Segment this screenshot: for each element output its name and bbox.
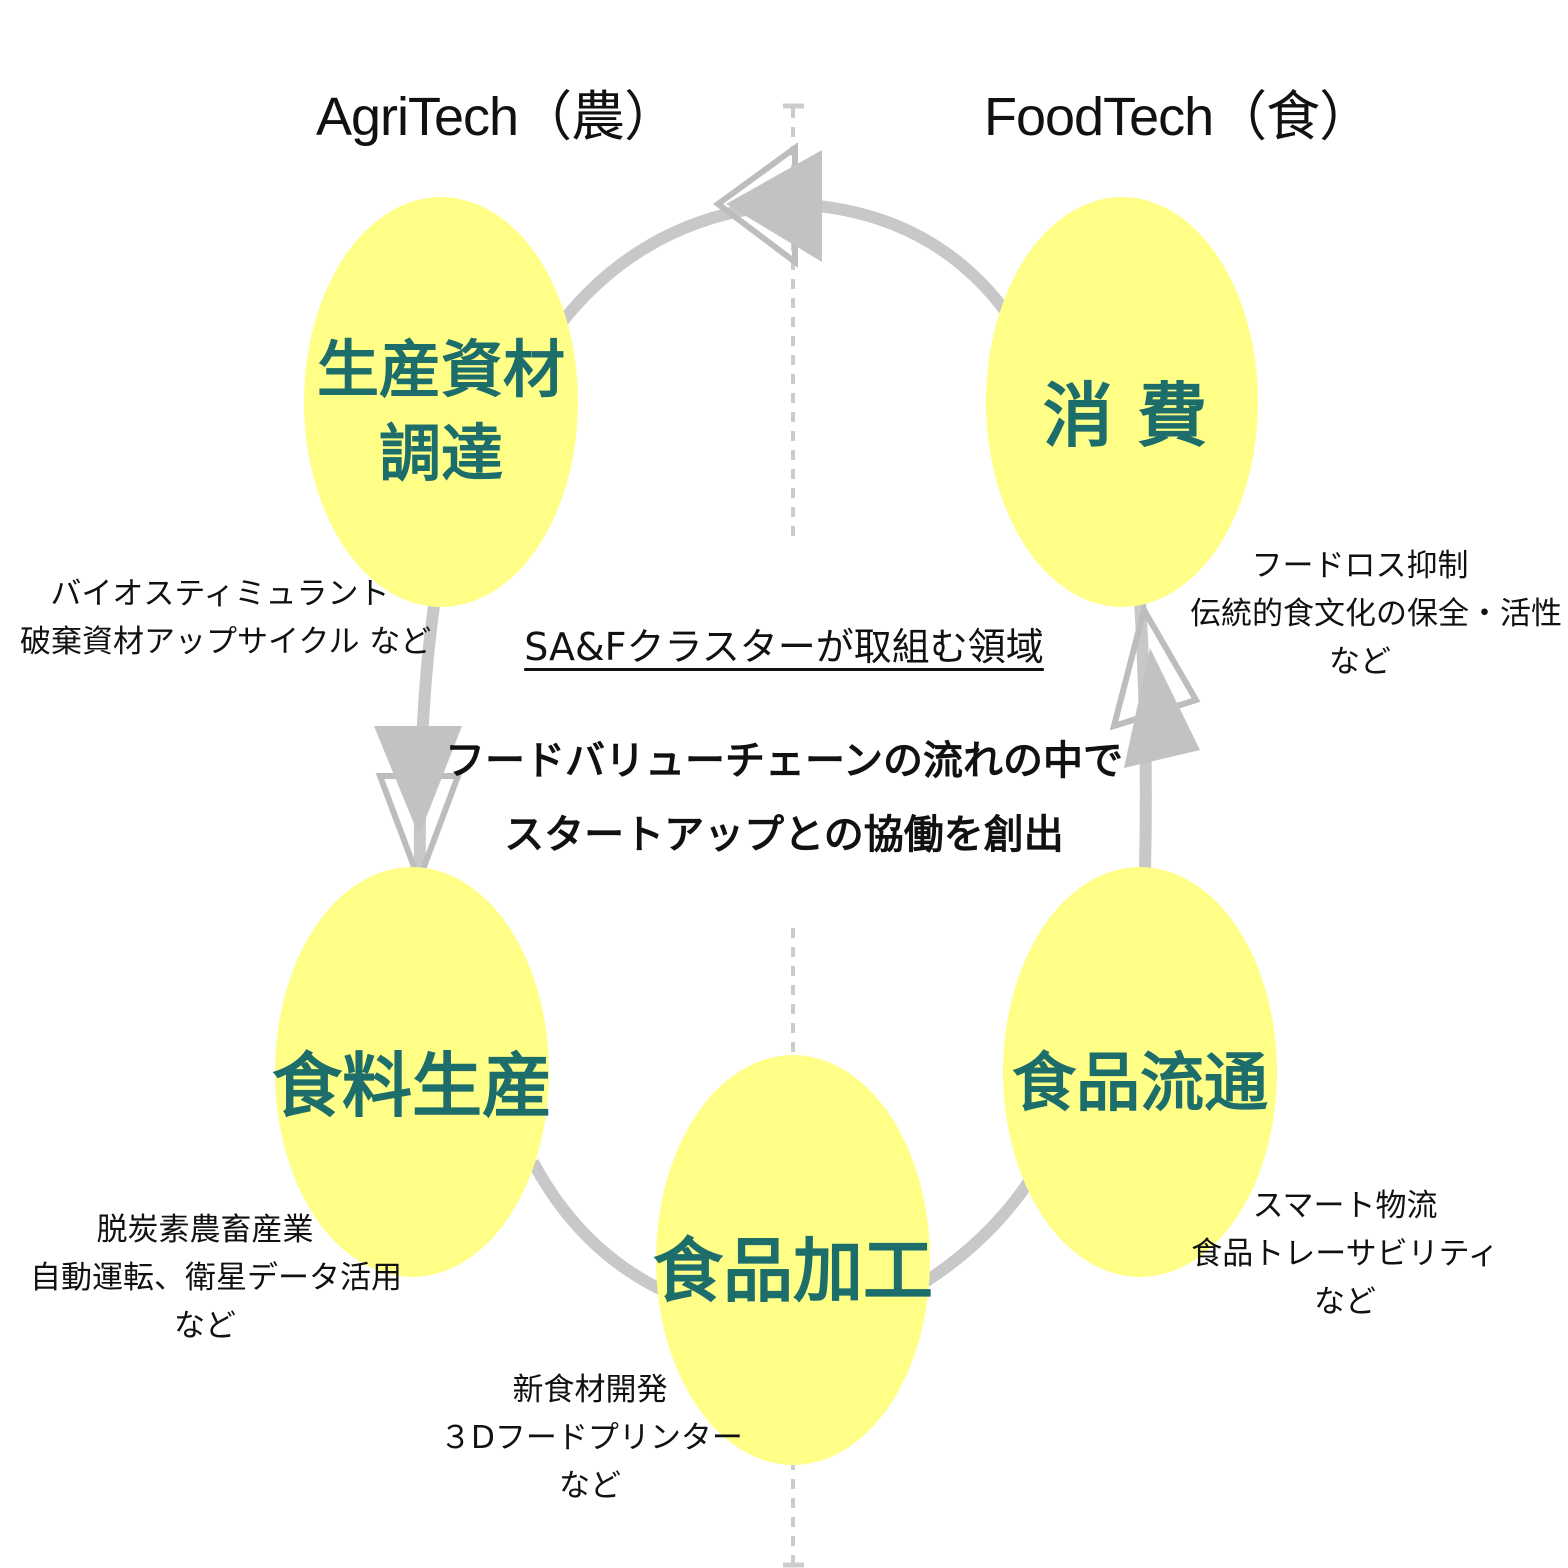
note-processing-line2: ３Dフードプリンター — [440, 1420, 743, 1456]
arrowhead-left — [374, 726, 463, 889]
label-procurement: 生産資材 調達 — [311, 322, 571, 502]
label-production: 食料生産 — [272, 1044, 552, 1127]
foodtech-header: FoodTech（食） — [984, 87, 1373, 147]
label-processing: 食品加工 — [653, 1229, 933, 1312]
node-production — [275, 867, 549, 1277]
arrowhead-top — [712, 142, 822, 269]
note-production-line2: 自動運転、衛星データ活用 — [30, 1260, 402, 1296]
label-consumption: 消 費 — [1042, 374, 1208, 457]
node-distribution — [1003, 867, 1277, 1277]
note-production: 脱炭素農畜産業 自動運転、衛星データ活用 など — [30, 1206, 402, 1350]
label-distribution: 食品流通 — [1012, 1047, 1268, 1121]
note-procurement-line2: 破棄資材アップサイクル など — [20, 624, 432, 660]
note-consumption-line2: 伝統的食文化の保全・活性 — [1190, 596, 1562, 632]
note-consumption: フードロス抑制 伝統的食文化の保全・活性 など — [1190, 542, 1562, 686]
label-procurement-line1: 生産資材 — [316, 333, 565, 406]
note-distribution-line1: スマート物流 — [1252, 1188, 1438, 1224]
note-consumption-line3: など — [1329, 644, 1391, 680]
node-procurement — [304, 197, 578, 607]
note-procurement-line1: バイオスティミュラント — [50, 576, 390, 612]
note-distribution-line3: など — [1314, 1284, 1376, 1320]
note-processing: 新食材開発 ３Dフードプリンター など — [440, 1366, 743, 1510]
center-message-line2: スタートアップとの協働を創出 — [504, 812, 1064, 858]
note-production-line3: など — [174, 1308, 236, 1344]
center-message-line1: フードバリューチェーンの流れの中で — [445, 738, 1123, 784]
note-processing-line3: など — [559, 1468, 621, 1504]
agritech-header: AgriTech（農） — [316, 87, 678, 147]
note-consumption-line1: フードロス抑制 — [1251, 548, 1469, 584]
note-distribution: スマート物流 食品トレーサビリティ など — [1190, 1182, 1500, 1326]
note-distribution-line2: 食品トレーサビリティ — [1191, 1236, 1499, 1272]
node-processing — [656, 1055, 930, 1465]
label-procurement-line2: 調達 — [378, 417, 503, 490]
note-production-line1: 脱炭素農畜産業 — [96, 1212, 314, 1248]
note-processing-line1: 新食材開発 — [512, 1372, 668, 1408]
node-consumption — [986, 197, 1258, 607]
center-subtitle: SA&Fクラスターが取組む領域 — [524, 625, 1044, 669]
arrowhead-right — [1109, 602, 1201, 768]
note-procurement: バイオスティミュラント 破棄資材アップサイクル など — [20, 570, 432, 666]
